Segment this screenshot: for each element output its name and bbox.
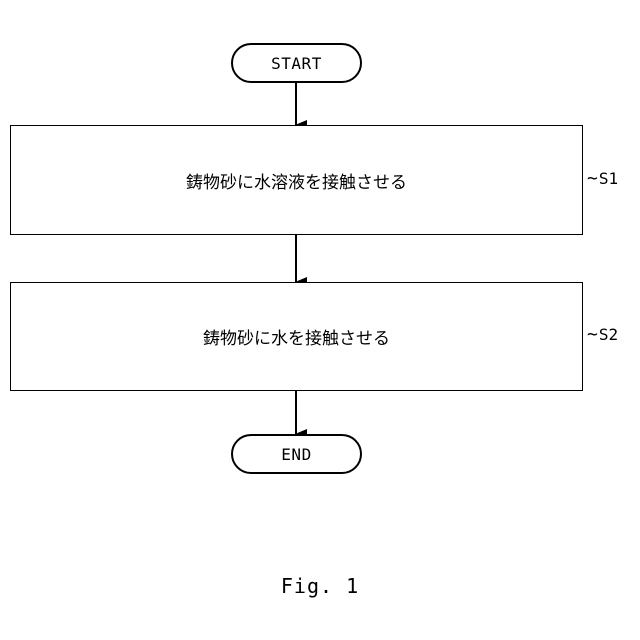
step-marker-s1: ~ (587, 168, 598, 189)
end-label: END (281, 445, 311, 464)
process-step-s2: 鋳物砂に水を接触させる (10, 282, 583, 391)
step-marker-s2: ~ (587, 324, 598, 345)
start-label: START (271, 54, 322, 73)
process-step-s1: 鋳物砂に水溶液を接触させる (10, 125, 583, 235)
figure-caption: Fig. 1 (0, 574, 640, 598)
start-terminal: START (231, 43, 362, 83)
end-terminal: END (231, 434, 362, 474)
process-step-s2-text: 鋳物砂に水を接触させる (203, 324, 390, 349)
process-step-s1-text: 鋳物砂に水溶液を接触させる (186, 168, 407, 193)
step-label-s2: ~ S2 (587, 324, 618, 345)
step-id-s2: S2 (599, 325, 618, 344)
step-id-s1: S1 (599, 169, 618, 188)
step-label-s1: ~ S1 (587, 168, 618, 189)
